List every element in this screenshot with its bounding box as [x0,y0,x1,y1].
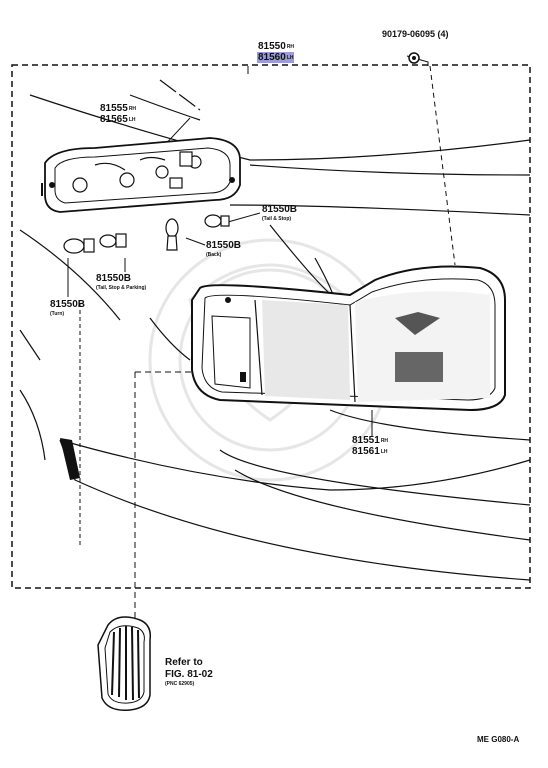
figure-code: ME G080-A [477,735,520,744]
note-bulb-tail-parking: (Tail, Stop & Parking) [96,285,147,291]
callout-assembly-alt: 81560LH [257,52,295,63]
reference-pnc: (PNC 62905) [165,681,195,687]
bulb-turn-icon [63,238,95,254]
reference-line1: Refer to [165,657,203,668]
tail-lamp-lens [191,265,506,412]
car-body-outline [19,79,531,581]
callout-lens-lh: 81561LH [352,446,388,457]
callout-assembly-main: 81550RH [258,41,295,52]
socket-board [41,137,241,213]
bulb-back-icon [165,218,179,251]
callout-bulb-turn: 81550B [50,299,86,310]
callout-socket-lh: 81565LH [100,114,136,125]
note-bulb-turn: (Turn) [50,311,65,317]
clip-nut-icon [408,52,420,64]
callout-clip: 90179-06095 (4) [382,29,449,39]
callout-bulb-back: 81550B [206,240,242,251]
body-trim-strip [60,438,80,480]
bulb-tail-parking-icon [99,233,127,248]
note-bulb-back: (Back) [206,252,222,258]
assembly-frame [11,64,531,589]
callout-bulb-tail-stop: 81550B [262,204,298,215]
side-marker-lamp [97,616,152,711]
callout-bulb-tail-parking: 81550B [96,273,132,284]
reference-figure-link[interactable]: FIG. 81-02 [165,669,213,680]
bulb-tail-stop-icon [204,214,230,228]
note-bulb-tail-stop: (Tail & Stop) [262,216,292,222]
callout-socket-rh: 81555RH [100,103,137,114]
callout-lens-rh: 81551RH [352,435,389,446]
